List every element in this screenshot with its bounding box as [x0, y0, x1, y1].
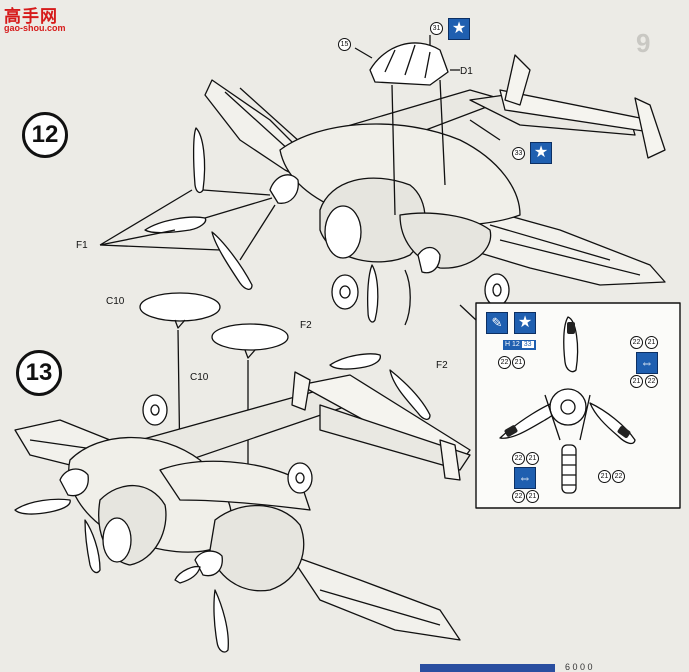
star-icon: ★	[448, 18, 470, 40]
part-label-f2-a: F2	[300, 320, 312, 331]
inset-tag-br-b: 22	[612, 470, 625, 483]
part-label-c10-b: C10	[190, 372, 209, 383]
inset-tag-bot-c: 22	[512, 490, 525, 503]
faint-step-number: 9	[636, 28, 651, 58]
watermark-title: 高手网	[4, 7, 58, 27]
step-badge-13: 13	[16, 350, 62, 396]
callout-canopy-right: 31	[430, 22, 443, 35]
inset-tag-bot-b: 21	[526, 452, 539, 465]
brush-icon: ✎	[486, 312, 508, 334]
star-icon: ★	[514, 312, 536, 334]
star-icon: ★	[530, 142, 552, 164]
part-label-f2-b: F2	[436, 360, 448, 371]
paint-code-chip: H 12 33	[503, 340, 536, 350]
part-label-d1: D1	[460, 66, 473, 77]
footer-text: 6 0 0 0	[565, 662, 593, 672]
callout-canopy-left: 15	[338, 38, 351, 51]
inset-tag-right-b: 22	[645, 375, 658, 388]
part-label-c10-a: C10	[106, 296, 125, 307]
inset-tag-right-a: 21	[630, 375, 643, 388]
direction-icon: ⇔	[514, 467, 536, 489]
paint-num-a: 12	[512, 341, 520, 348]
paint-num-b: 33	[521, 341, 534, 348]
inset-tag-bot-d: 21	[526, 490, 539, 503]
callout-tail: 33	[512, 147, 525, 160]
inset-tag-left-b: 21	[645, 336, 658, 349]
footer-bar	[420, 664, 555, 672]
part-label-f1: F1	[76, 240, 88, 251]
inset-tag-left-a: 22	[630, 336, 643, 349]
direction-icon: ⇔	[636, 352, 658, 374]
step-badge-12: 12	[22, 112, 68, 158]
paint-code: H	[505, 341, 511, 348]
inset-tag-br-a: 21	[598, 470, 611, 483]
inset-tag-bot-a: 22	[512, 452, 525, 465]
inset-tag-top-l: 22	[498, 356, 511, 369]
inset-tag-top-r: 21	[512, 356, 525, 369]
watermark-url: gao-shou.com	[4, 23, 66, 33]
site-watermark: 高手网 gao-shou.com	[4, 2, 84, 36]
